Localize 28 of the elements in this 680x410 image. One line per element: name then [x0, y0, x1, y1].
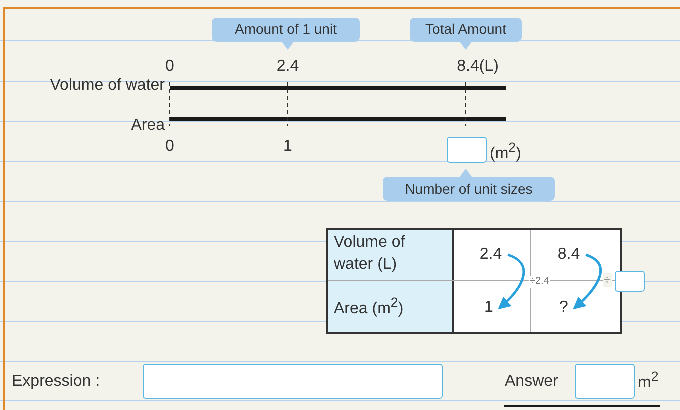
table-value: ?	[556, 297, 572, 319]
callout-bubble: Amount of 1 unit	[212, 18, 360, 50]
edge-label: ÷2.4	[529, 276, 550, 288]
table-value: 8.4	[552, 244, 586, 266]
table-value: 1	[481, 297, 497, 319]
edge-label: ÷	[603, 273, 612, 288]
callout-bubble: Total Amount	[410, 18, 522, 50]
text-label: Area	[131, 116, 165, 136]
text-label: Volume of water	[50, 76, 165, 96]
text-label: 2.4	[276, 57, 300, 77]
answer-box	[615, 271, 645, 292]
text-label: 8.4(L)	[457, 57, 499, 77]
answer-box	[143, 364, 443, 399]
text-label: 1	[284, 137, 292, 157]
text-label: 0	[166, 137, 174, 157]
text-label: 0	[166, 57, 174, 77]
text-label: Answer	[505, 372, 558, 392]
text-label: Volume of water (L)	[334, 233, 406, 275]
curved-arrow	[498, 254, 526, 310]
answer-box	[575, 364, 635, 399]
curved-arrow	[573, 254, 602, 310]
text-label: (m$^{2}$)	[490, 139, 522, 164]
text-label: Area (m$^{2}$)	[334, 294, 405, 320]
answer-box	[447, 137, 487, 163]
callout-bubble: Number of unit sizes	[383, 169, 555, 201]
text-label: Expression :	[12, 372, 100, 392]
text-label: m$^{2}$	[638, 368, 659, 394]
table-value: 2.4	[474, 244, 508, 266]
